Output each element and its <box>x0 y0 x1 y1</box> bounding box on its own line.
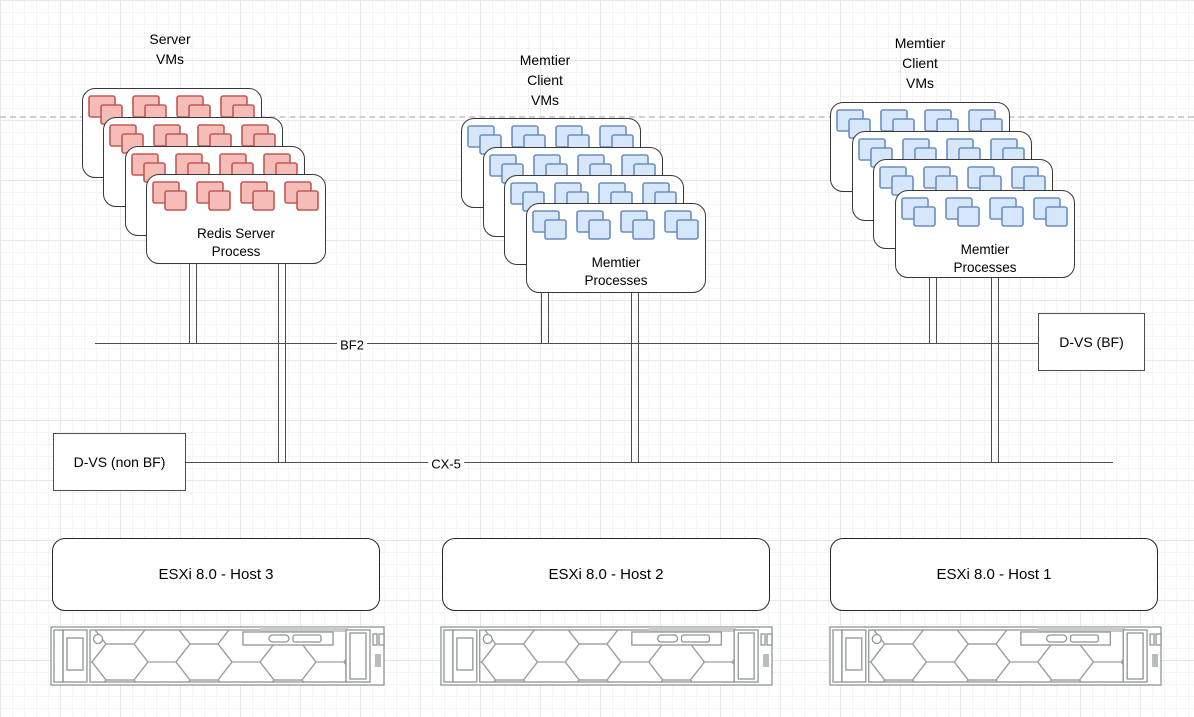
vm-group-title-server-vms: Server VMs <box>90 29 250 69</box>
host-box-2: ESXi 8.0 - Host 2 <box>442 538 770 611</box>
link-memtier2-to-bf2 <box>541 293 549 344</box>
link-memtier1-to-cx5 <box>991 278 999 463</box>
title-line: Memtier <box>519 52 571 68</box>
host-box-3: ESXi 8.0 - Host 3 <box>52 538 380 611</box>
card-label-line: Memtier <box>960 242 1010 257</box>
card-label-line: Process <box>211 244 261 259</box>
rack-server-icon <box>50 626 385 686</box>
title-line: VMs <box>906 75 934 91</box>
host-label: ESXi 8.0 - Host 2 <box>548 566 664 583</box>
host-label: ESXi 8.0 - Host 3 <box>158 566 274 583</box>
page-boundary-dashed-line <box>0 116 1194 118</box>
title-line: Client <box>527 72 563 88</box>
title-line: VMs <box>156 51 184 67</box>
network-label-cx5: CX-5 <box>428 456 464 472</box>
card-label-line: Memtier <box>591 255 641 270</box>
vm-card-memtier-front: Memtier Processes <box>526 203 706 293</box>
switch-box-dvs-bf: D-VS (BF) <box>1038 313 1145 371</box>
rack-server-icon <box>440 626 773 686</box>
switch-label: D-VS (non BF) <box>73 454 166 470</box>
title-line: Client <box>902 55 938 71</box>
vm-card-redis-front: Redis Server Process <box>146 174 326 264</box>
network-line-bf2 <box>95 343 1038 344</box>
title-line: VMs <box>531 92 559 108</box>
host-box-1: ESXi 8.0 - Host 1 <box>830 538 1158 611</box>
card-label-line: Processes <box>584 273 648 288</box>
link-memtier1-to-bf2 <box>929 278 937 344</box>
network-label-bf2: BF2 <box>337 337 367 353</box>
link-server-to-cx5 <box>278 264 286 463</box>
switch-box-dvs-non-bf: D-VS (non BF) <box>53 433 186 491</box>
vm-card-memtier-front: Memtier Processes <box>895 190 1075 278</box>
vm-group-title-memtier-right: Memtier Client VMs <box>840 33 1000 93</box>
vm-group-title-memtier-middle: Memtier Client VMs <box>465 50 625 110</box>
rack-server-icon <box>829 626 1162 686</box>
network-line-cx5 <box>186 462 1113 463</box>
host-label: ESXi 8.0 - Host 1 <box>936 566 1052 583</box>
title-line: Memtier <box>894 35 946 51</box>
card-label-line: Redis Server <box>196 226 276 241</box>
vm-card-label: Memtier Processes <box>527 254 705 290</box>
vm-card-label: Redis Server Process <box>147 225 325 261</box>
card-label-line: Processes <box>953 260 1017 275</box>
link-memtier2-to-cx5 <box>631 293 639 463</box>
title-line: Server <box>149 31 191 47</box>
switch-label: D-VS (BF) <box>1059 334 1124 350</box>
vm-card-label: Memtier Processes <box>896 241 1074 277</box>
link-server-to-bf2 <box>189 264 197 344</box>
